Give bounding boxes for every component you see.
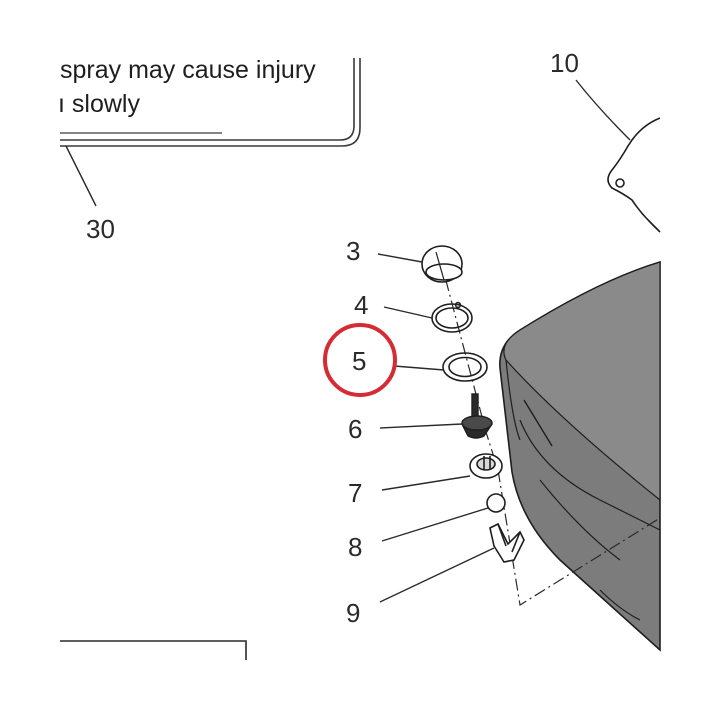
- part-5-o-ring: [442, 352, 488, 382]
- callout-7: 7: [348, 478, 363, 508]
- part-9-retainer: [489, 522, 525, 563]
- part-4-snap-ring: [431, 301, 473, 333]
- callout-30: 30: [86, 214, 115, 244]
- callout-4: 4: [354, 290, 369, 320]
- callout-leaders: [377, 253, 495, 603]
- assembly-axis: [439, 257, 661, 606]
- part-10: [607, 117, 661, 233]
- part-7-spring-seat: [469, 453, 503, 479]
- callout-5: 5: [352, 346, 367, 376]
- part-6-poppet: [461, 393, 493, 439]
- warning-text-line-1: spray may cause injury: [60, 56, 316, 84]
- part-3-cap: [421, 245, 463, 283]
- warning-text-line-2: ı slowly: [58, 90, 140, 118]
- warning-label-frame: [60, 58, 361, 147]
- callout-3: 3: [346, 236, 361, 266]
- callout-8: 8: [348, 532, 363, 562]
- callout-6: 6: [348, 414, 363, 444]
- leader-30: [65, 145, 97, 207]
- lower-frame-fragment: [60, 640, 247, 660]
- callout-9: 9: [346, 598, 361, 628]
- highlight-circle-5: [323, 323, 397, 397]
- part-8-ball: [486, 493, 506, 513]
- callout-10: 10: [550, 48, 579, 78]
- leader-10: [575, 79, 631, 141]
- main-body: [499, 260, 661, 652]
